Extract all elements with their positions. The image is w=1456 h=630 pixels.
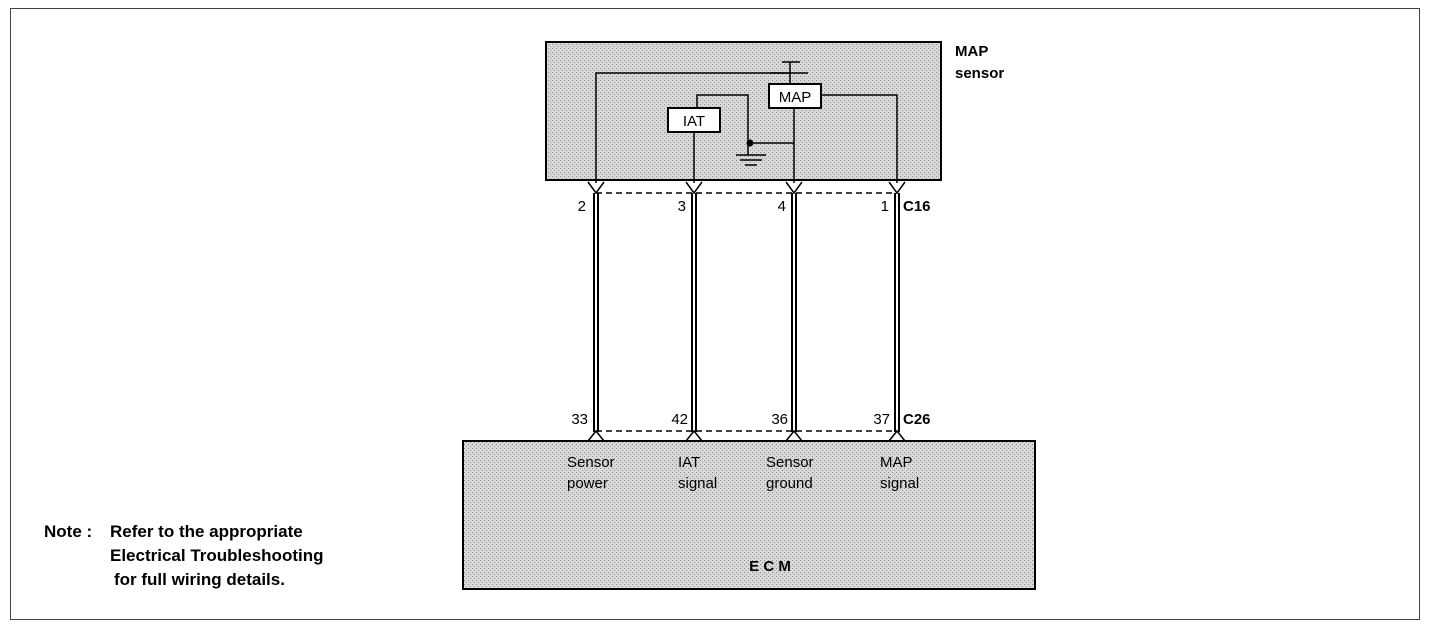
iat-element-box — [667, 107, 721, 133]
note-block: Note : Refer to the appropriate Electrica… — [44, 520, 323, 592]
connector-c26-terminals — [587, 429, 906, 442]
ecm-signal-sensor-power-line1: Sensor — [567, 454, 615, 471]
connector-c16-id: C16 — [903, 198, 931, 215]
note-prefix: Note : — [44, 522, 93, 541]
pin-c26-3: 36 — [771, 411, 788, 428]
iat-element-label: IAT — [683, 113, 705, 130]
map-element-box — [768, 83, 822, 109]
note-line1: Refer to the appropriate — [110, 522, 303, 541]
ecm-signal-iat-line1: IAT — [678, 454, 700, 471]
pin-c26-4: 37 — [873, 411, 890, 428]
ecm-name: E C M — [749, 558, 791, 575]
sensor-internal-circuit — [595, 61, 898, 183]
pin-c16-4: 1 — [881, 198, 889, 215]
ecm-signal-iat-line2: signal — [678, 475, 717, 492]
sensor-name-line1: MAP — [955, 43, 988, 60]
ecm-box — [462, 440, 1036, 590]
pin-c16-2: 3 — [678, 198, 686, 215]
pin-c26-1: 33 — [571, 411, 588, 428]
ecm-signal-sensor-ground-line1: Sensor — [766, 454, 814, 471]
ecm-signal-map-line1: MAP — [880, 454, 913, 471]
ecm-signal-sensor-power-line2: power — [567, 475, 608, 492]
diagram-frame — [10, 8, 1420, 620]
connector-c26-id: C26 — [903, 411, 931, 428]
map-element-label: MAP — [779, 89, 812, 106]
note-line3: for full wiring details. — [114, 570, 285, 589]
junction-dot — [746, 139, 754, 147]
pin-c16-3: 4 — [778, 198, 786, 215]
note-line2: Electrical Troubleshooting — [110, 546, 324, 565]
map-sensor-box — [545, 41, 942, 181]
wire-harness — [593, 193, 900, 432]
ecm-signal-sensor-ground-line2: ground — [766, 475, 813, 492]
pin-c16-1: 2 — [578, 198, 586, 215]
pin-c26-2: 42 — [671, 411, 688, 428]
sensor-name-line2: sensor — [955, 65, 1004, 82]
ecm-signal-map-line2: signal — [880, 475, 919, 492]
connector-c16-terminals — [587, 181, 906, 195]
